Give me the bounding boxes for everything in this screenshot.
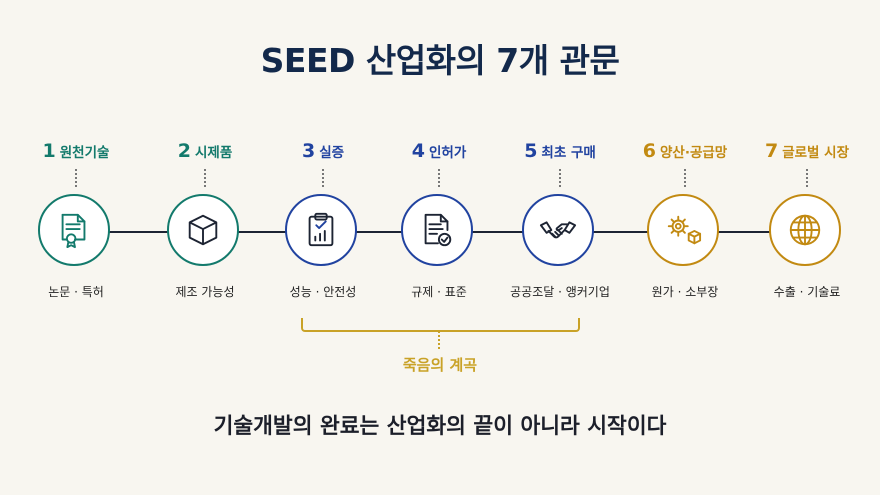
stage-6-label: 양산·공급망 <box>660 145 728 161</box>
stage-6-sublabel: 원가 · 소부장 <box>651 285 719 299</box>
footer-message: 기술개발의 완료는 산업화의 끝이 아니라 시작이다 <box>213 414 667 439</box>
stage-2-sublabel: 제조 가능성 <box>175 285 235 299</box>
stage-2-circle <box>167 194 239 266</box>
valley-bracket-stem <box>438 331 440 349</box>
valley-of-death-label: 죽음의 계곡 <box>402 356 478 374</box>
gears-box-icon <box>667 215 702 245</box>
stage-4-label: 인허가 <box>428 145 467 161</box>
stage-3-dotted-connector <box>322 169 324 187</box>
stage-4-sublabel: 규제 · 표준 <box>411 285 467 299</box>
clipboard-chart-icon <box>308 212 334 247</box>
stage-4-number: 4 <box>411 140 425 162</box>
stage-5-number: 5 <box>524 140 538 162</box>
stage-3-circle <box>285 194 357 266</box>
stage-1-label: 원천기술 <box>59 145 110 161</box>
stage-5-dotted-connector <box>559 169 561 187</box>
stage-1-number: 1 <box>42 140 56 162</box>
stage-7-number: 7 <box>764 140 779 162</box>
stage-5-circle <box>522 194 594 266</box>
stage-1-dotted-connector <box>75 169 77 187</box>
stage-2-label: 시제품 <box>194 145 233 161</box>
stage-3-sublabel: 성능 · 안전성 <box>289 285 357 299</box>
stage-2-dotted-connector <box>204 169 206 187</box>
stage-4-circle <box>401 194 473 266</box>
stage-1-sublabel: 논문 · 특허 <box>48 285 104 299</box>
stage-2-number: 2 <box>177 140 191 162</box>
page-title: SEED 산업화의 7개 관문 <box>260 41 620 80</box>
handshake-icon <box>539 221 577 239</box>
stage-7-circle <box>769 194 841 266</box>
globe-icon <box>789 214 821 246</box>
cube-icon <box>188 214 218 246</box>
stage-7-dotted-connector <box>806 169 808 187</box>
stage-7-label: 글로벌 시장 <box>782 145 850 161</box>
stage-6-dotted-connector <box>684 169 686 187</box>
valley-bracket <box>301 318 580 332</box>
stage-1-circle <box>38 194 110 266</box>
document-check-icon <box>424 213 452 247</box>
certificate-icon <box>61 213 86 249</box>
stage-3-label: 실증 <box>319 145 345 161</box>
stage-5-sublabel: 공공조달 · 앵커기업 <box>510 285 610 299</box>
stage-4-dotted-connector <box>438 169 440 187</box>
stage-3-number: 3 <box>301 140 316 162</box>
stage-7-sublabel: 수출 · 기술료 <box>773 285 841 299</box>
stage-5-label: 최초 구매 <box>541 145 596 161</box>
stage-6-number: 6 <box>642 140 656 162</box>
stage-6-circle <box>647 194 719 266</box>
